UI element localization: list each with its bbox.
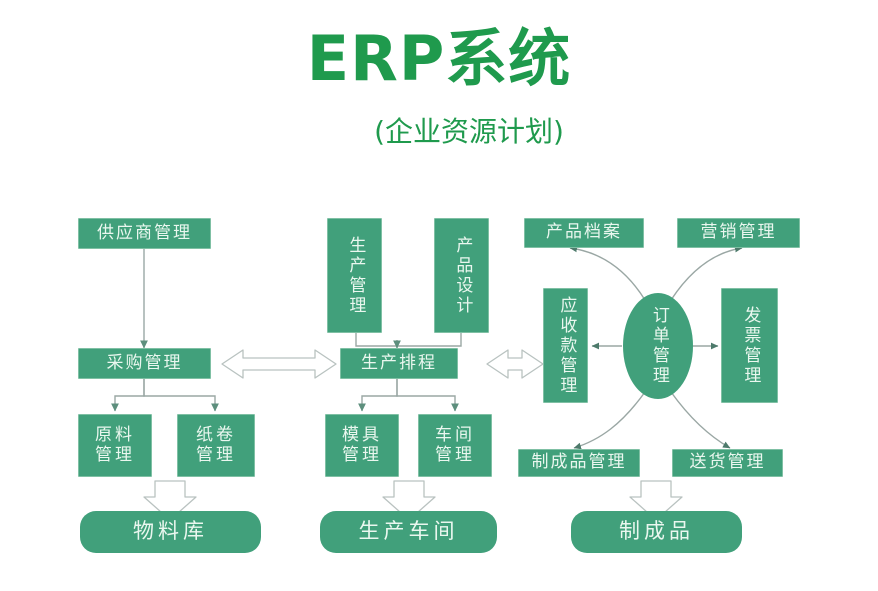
node-material-warehouse[interactable]: 物料库 (80, 511, 261, 553)
edge-schedule-workshop (396, 379, 459, 412)
node-production-scheduling[interactable]: 生产排程 (340, 348, 458, 379)
node-supplier-management[interactable]: 供应商管理 (78, 218, 211, 249)
node-delivery-management[interactable]: 送货管理 (672, 449, 783, 477)
page-subtitle: (企业资源计划) (374, 115, 564, 148)
node-receivables-management[interactable]: 应收款管理 (543, 288, 588, 403)
node-mold-management[interactable]: 模具管理 (325, 414, 399, 477)
edge-finishedmgmt-finishedgoods-hollow (629, 480, 683, 521)
node-paper-roll-management[interactable]: 纸卷管理 (177, 414, 255, 477)
node-production-workshop[interactable]: 生产车间 (320, 511, 497, 553)
edge-order-marketing (670, 245, 743, 301)
edge-rawmaterial-materialstore-hollow (143, 480, 197, 521)
node-purchasing-management[interactable]: 采购管理 (78, 348, 211, 379)
edge-productionmgmt-schedule (355, 333, 398, 348)
edge-schedule-mold (358, 379, 398, 412)
node-production-management[interactable]: 生产管理 (327, 218, 382, 333)
node-product-design[interactable]: 产品设计 (434, 218, 489, 333)
node-product-archive[interactable]: 产品档案 (524, 218, 644, 248)
edge-mold-prodworkshop-hollow (382, 480, 436, 521)
node-raw-material-management[interactable]: 原料管理 (78, 414, 152, 477)
node-finished-goods-management[interactable]: 制成品管理 (518, 449, 640, 477)
edge-purchasing-schedule-double (221, 349, 337, 379)
edge-productdesign-schedule (397, 333, 462, 347)
edge-order-delivery (670, 391, 731, 449)
edge-purchasing-paperroll (143, 379, 219, 412)
edge-order-finishedmgmt (573, 391, 646, 450)
edge-order-productarchive (569, 245, 646, 301)
page-title: ERP系统 (306, 22, 572, 95)
node-marketing-management[interactable]: 营销管理 (677, 218, 800, 248)
node-invoice-management[interactable]: 发票管理 (721, 288, 778, 403)
node-finished-goods[interactable]: 制成品 (571, 511, 742, 553)
edge-schedule-receivables-double (486, 349, 544, 379)
node-workshop-management[interactable]: 车间管理 (418, 414, 492, 477)
edge-purchasing-rawmaterial (111, 379, 145, 412)
node-order-management[interactable]: 订单管理 (623, 293, 693, 399)
